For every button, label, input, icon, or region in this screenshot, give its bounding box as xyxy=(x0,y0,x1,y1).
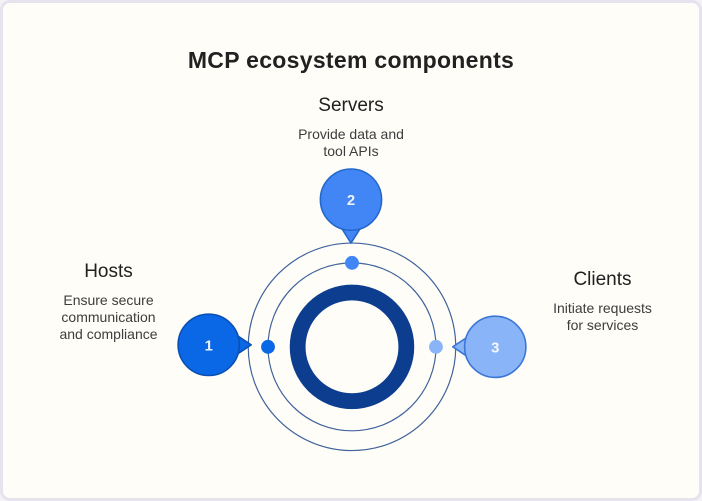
badge-clients: 3 xyxy=(451,315,527,379)
section-clients: Clients Initiate requests for services xyxy=(515,269,690,334)
hosts-label: Hosts xyxy=(84,261,133,282)
badge-servers-bubble xyxy=(320,168,382,231)
badge-hosts-tail-outline xyxy=(232,332,252,358)
badge-clients-tail-outline xyxy=(451,334,471,360)
section-servers: Servers Provide data and tool APIs xyxy=(3,95,699,160)
servers-description: Provide data and tool APIs xyxy=(298,126,404,160)
clients-label: Clients xyxy=(573,269,632,290)
core-ring xyxy=(289,284,415,410)
badge-clients-number: 3 xyxy=(491,340,499,356)
badge-hosts-bubble xyxy=(178,314,240,376)
orbit-dot-left xyxy=(261,339,275,354)
badge-clients-bubble xyxy=(464,316,526,378)
badge-servers-number: 2 xyxy=(347,193,355,209)
servers-label: Servers xyxy=(318,95,384,116)
badge-hosts: 1 xyxy=(177,313,252,377)
badge-servers-bubble-outline xyxy=(319,168,383,232)
clients-description: Initiate requests for services xyxy=(553,300,652,334)
badge-hosts-number: 1 xyxy=(205,338,213,354)
ecosystem-diagram: 2 1 3 xyxy=(177,168,527,452)
badge-clients-bubble-outline xyxy=(463,315,527,379)
badge-servers: 2 xyxy=(319,168,383,244)
orbit-dot-right xyxy=(429,339,443,354)
outer-orbit-ring xyxy=(247,242,457,452)
hosts-description: Ensure secure communication and complian… xyxy=(59,292,158,343)
badge-hosts-bubble-outline xyxy=(177,313,241,377)
orbit-dot-top xyxy=(345,255,359,270)
page-title: MCP ecosystem components xyxy=(187,47,515,73)
badge-servers-tail-outline xyxy=(338,223,364,244)
section-hosts: Hosts Ensure secure communication and co… xyxy=(21,261,196,343)
